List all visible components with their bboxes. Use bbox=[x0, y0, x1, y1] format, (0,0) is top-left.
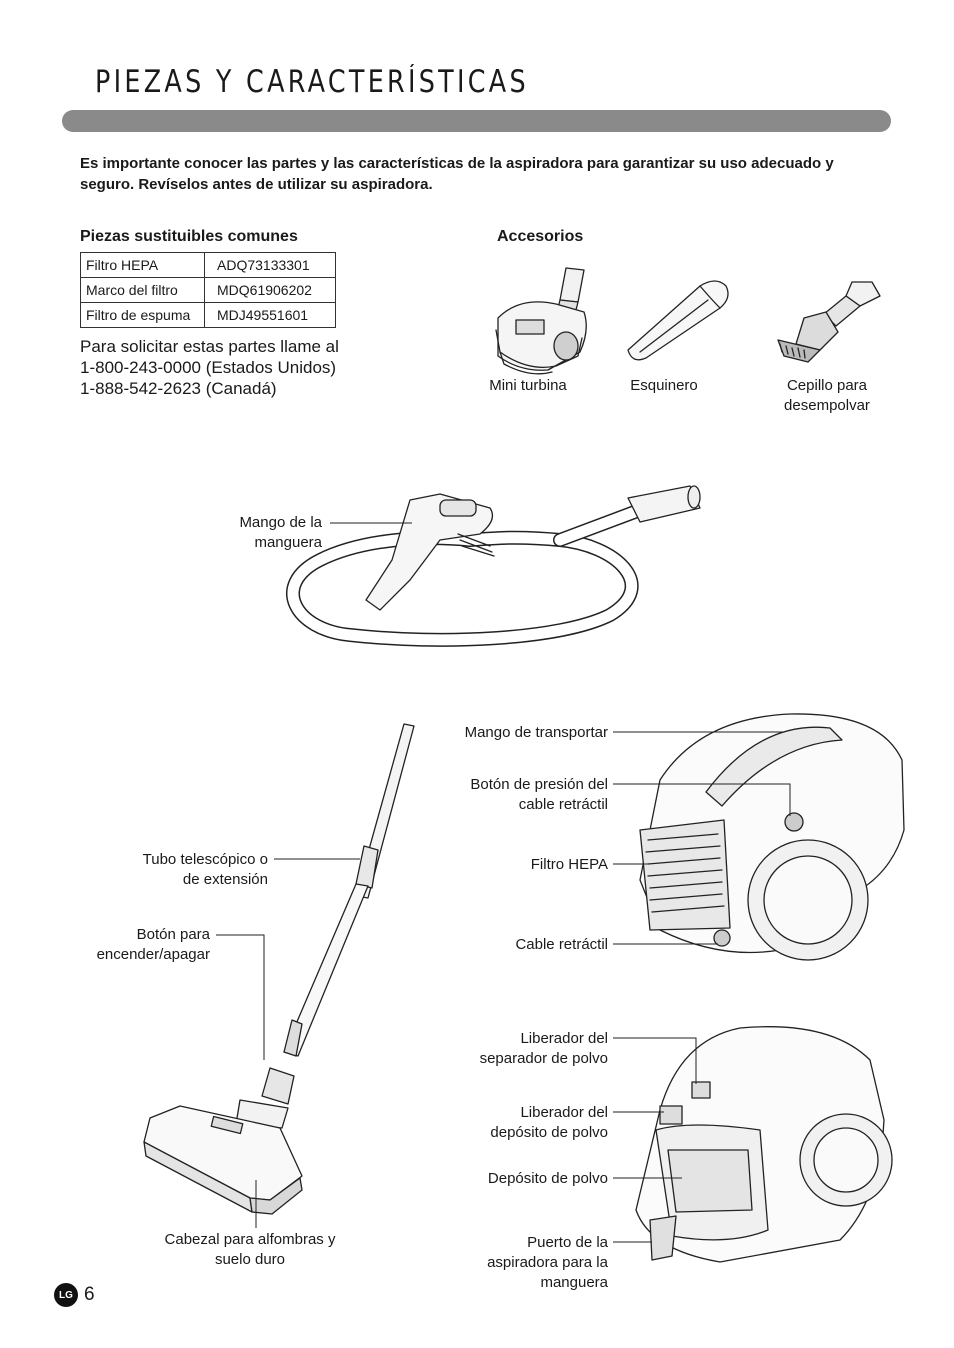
label-line: depósito de polvo bbox=[490, 1124, 608, 1141]
canister-front-illustration bbox=[639, 713, 905, 961]
order-phone-us: 1-800-243-0000 (Estados Unidos) bbox=[80, 358, 337, 377]
label-line: Botón de presión del bbox=[470, 776, 608, 793]
label-line: separador de polvo bbox=[479, 1050, 608, 1067]
page-footer: LG 6 bbox=[54, 1283, 95, 1307]
label-line: Liberador del bbox=[520, 1030, 608, 1047]
order-info: Para solicitar estas partes llame al 1-8… bbox=[80, 336, 339, 399]
label-line: manguera bbox=[254, 534, 322, 551]
table-row: Filtro HEPA ADQ73133301 bbox=[80, 252, 336, 278]
label-power-button: Botón para encender/apagar bbox=[60, 925, 210, 965]
label-line: manguera bbox=[540, 1274, 608, 1291]
label-separator-release: Liberador del separador de polvo bbox=[430, 1029, 608, 1069]
part-code: MDQ61906202 bbox=[204, 277, 336, 303]
crevice-tool-illustration bbox=[627, 280, 729, 361]
lg-logo-icon: LG bbox=[54, 1283, 78, 1307]
label-line: Mango de la bbox=[239, 514, 322, 531]
intro-text: Es importante conocer las partes y las c… bbox=[80, 155, 834, 193]
label-hose-handle: Mango de la manguera bbox=[200, 513, 322, 553]
accessory-label-crevice: Esquinero bbox=[630, 377, 698, 394]
part-name: Filtro de espuma bbox=[80, 302, 205, 328]
accessory-label-dusting-brush: Cepillo para desempolvar bbox=[762, 376, 892, 416]
label-retractable-cord: Cable retráctil bbox=[515, 936, 608, 953]
label-line: de extensión bbox=[182, 871, 268, 888]
label-carry-handle: Mango de transportar bbox=[464, 724, 608, 741]
mini-turbo-illustration bbox=[495, 267, 587, 375]
accessories-heading: Accesorios bbox=[497, 228, 584, 245]
label-line: Cabezal para alfombras y bbox=[164, 1231, 336, 1248]
replacement-parts-table: Filtro HEPA ADQ73133301 Marco del filtro… bbox=[80, 252, 336, 328]
accessory-label-mini-turbo: Mini turbina bbox=[489, 377, 567, 394]
label-bin-release: Liberador del depósito de polvo bbox=[430, 1103, 608, 1143]
order-phone-ca: 1-888-542-2623 (Canadá) bbox=[80, 379, 277, 398]
leader-lines bbox=[216, 522, 791, 1243]
dusting-brush-illustration bbox=[777, 281, 881, 363]
label-line: aspiradora para la bbox=[487, 1254, 608, 1271]
replacement-parts-heading: Piezas sustituibles comunes bbox=[80, 228, 298, 245]
title-underline-bar bbox=[62, 110, 891, 132]
label-hepa-filter: Filtro HEPA bbox=[530, 856, 608, 873]
label-line: cable retráctil bbox=[518, 796, 608, 813]
label-hose-port: Puerto de la aspiradora para la manguera bbox=[430, 1233, 608, 1293]
label-line: Botón para bbox=[136, 926, 210, 943]
label-dust-bin: Depósito de polvo bbox=[487, 1170, 608, 1187]
label-line: suelo duro bbox=[214, 1251, 286, 1268]
part-name: Filtro HEPA bbox=[80, 252, 205, 278]
table-row: Marco del filtro MDQ61906202 bbox=[80, 277, 336, 303]
label-line: Tubo telescópico o bbox=[142, 851, 268, 868]
page-number: 6 bbox=[84, 1284, 95, 1305]
table-row: Filtro de espuma MDJ49551601 bbox=[80, 302, 336, 328]
telescopic-wand-illustration bbox=[283, 723, 415, 1057]
part-name: Marco del filtro bbox=[80, 277, 205, 303]
label-line: encender/apagar bbox=[96, 946, 210, 963]
floor-head-illustration bbox=[143, 1067, 303, 1215]
page-title: PIEZAS Y CARACTERÍSTICAS bbox=[95, 64, 529, 100]
part-code: MDJ49551601 bbox=[204, 302, 336, 328]
label-line: Cepillo para bbox=[786, 377, 868, 394]
label-telescopic-tube: Tubo telescópico o de extensión bbox=[100, 850, 268, 890]
label-line: Puerto de la bbox=[527, 1234, 608, 1251]
label-line: desempolvar bbox=[784, 397, 870, 414]
order-line: Para solicitar estas partes llame al bbox=[80, 337, 339, 356]
label-line: Liberador del bbox=[520, 1104, 608, 1121]
label-floor-head: Cabezal para alfombras y suelo duro bbox=[140, 1230, 360, 1270]
label-cord-rewind-button: Botón de presión del cable retráctil bbox=[430, 775, 608, 815]
canister-rear-illustration bbox=[635, 1026, 893, 1263]
hose-illustration bbox=[286, 485, 701, 647]
